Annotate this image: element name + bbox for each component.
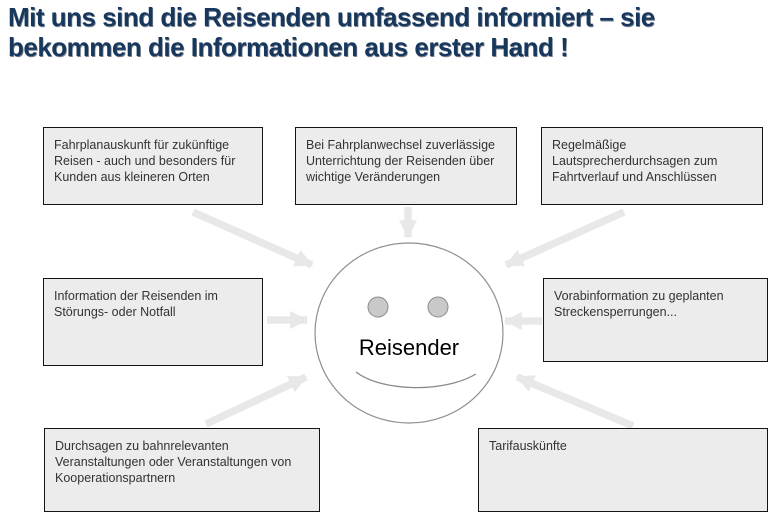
slide-title-line2: bekommen die Informationen aus erster Ha… bbox=[8, 32, 569, 62]
smiley-head-circle bbox=[314, 242, 504, 424]
smiley-smile bbox=[355, 371, 477, 389]
arrow-top-left bbox=[191, 208, 314, 269]
info-box-tarifauskuenfte: Tarifauskünfte bbox=[478, 428, 768, 512]
info-box-vorabinformation: Vorabinformation zu geplanten Streckensp… bbox=[543, 278, 768, 362]
smiley-left-eye bbox=[367, 296, 389, 318]
info-box-text: Fahrplanauskunft für zukünftige Reisen -… bbox=[54, 138, 236, 184]
slide-title: Mit uns sind die Reisenden umfassend inf… bbox=[8, 2, 766, 62]
slide-title-line1: Mit uns sind die Reisenden umfassend inf… bbox=[8, 2, 655, 32]
info-box-text: Information der Reisenden im Störungs- o… bbox=[54, 289, 218, 319]
info-box-text: Vorabinformation zu geplanten Streckensp… bbox=[554, 289, 724, 319]
info-box-stoerungsinformation: Information der Reisenden im Störungs- o… bbox=[43, 278, 263, 366]
arrow-top-right bbox=[504, 208, 626, 269]
info-box-text: Tarifauskünfte bbox=[489, 439, 567, 453]
arrow-bottom-left bbox=[204, 373, 308, 428]
info-box-text: Durchsagen zu bahnrelevanten Veranstaltu… bbox=[55, 439, 292, 485]
info-box-durchsagen: Durchsagen zu bahnrelevanten Veranstaltu… bbox=[44, 428, 320, 512]
info-box-lautsprecherdurchsagen: Regelmäßige Lautsprecherdurchsagen zum F… bbox=[541, 127, 763, 205]
info-box-text: Regelmäßige Lautsprecherdurchsagen zum F… bbox=[552, 138, 718, 184]
smiley-face-icon bbox=[314, 242, 504, 424]
arrow-bottom-right bbox=[515, 373, 635, 430]
smiley-right-eye bbox=[427, 296, 449, 318]
info-box-fahrplanwechsel: Bei Fahrplanwechsel zuverlässige Unterri… bbox=[295, 127, 517, 205]
center-node-label: Reisender bbox=[358, 335, 460, 360]
info-box-text: Bei Fahrplanwechsel zuverlässige Unterri… bbox=[306, 138, 495, 184]
info-box-fahrplanauskunft: Fahrplanauskunft für zukünftige Reisen -… bbox=[43, 127, 263, 205]
